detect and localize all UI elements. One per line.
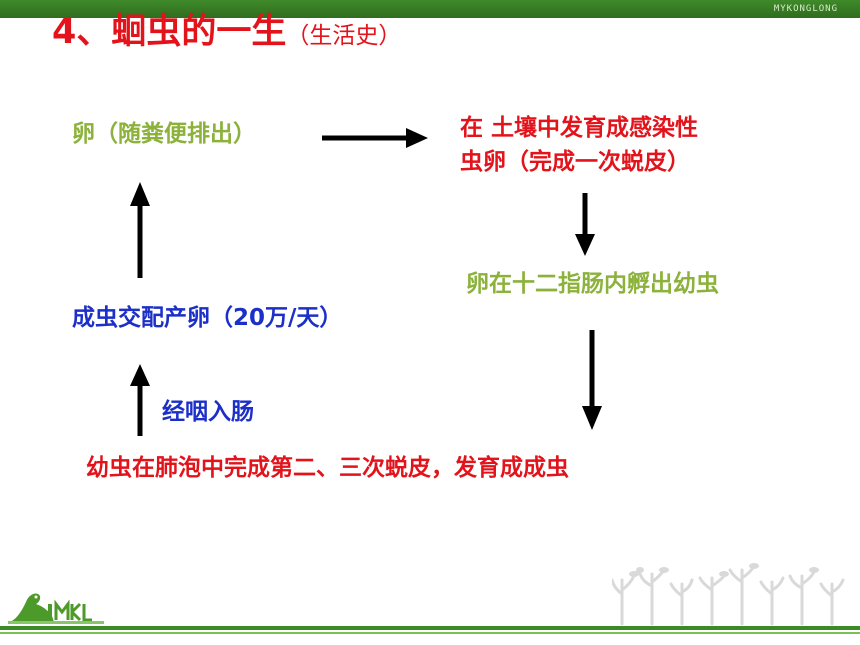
- step-via-throat: 经咽入肠: [162, 399, 254, 425]
- brand-label: MYKONGLONG: [773, 4, 838, 14]
- step-duodenum-hatch: 卵在十二指肠内孵出幼虫: [466, 271, 719, 297]
- arrow-up-icon: [130, 182, 150, 278]
- arrow-down-icon: [575, 193, 595, 256]
- step-egg-expelled: 卵（随粪便排出）: [72, 121, 256, 147]
- arrow-down-long-icon: [582, 330, 602, 430]
- top-bar: MYKONGLONG: [0, 0, 860, 18]
- step-soil-develop-line2: 虫卵（完成一次蜕皮）: [460, 149, 690, 175]
- step-soil-develop-line1: 在 土壤中发育成感染性: [460, 115, 699, 141]
- step-adult-mate: 成虫交配产卵（20万/天）: [72, 305, 343, 331]
- footer-bar-light: [0, 632, 860, 634]
- slide-title: 4、蛔虫的一生（生活史）: [52, 6, 401, 62]
- plant-silhouettes-icon: [612, 563, 845, 626]
- arrow-right-icon: [322, 128, 428, 148]
- title-sub: （生活史）: [286, 23, 402, 49]
- footer-bar: [0, 626, 860, 630]
- dinosaur-logo-icon: [8, 593, 104, 624]
- title-main: 4、蛔虫的一生: [52, 12, 287, 52]
- arrow-up-short-icon: [130, 364, 150, 436]
- step-larva-lung: 幼虫在肺泡中完成第二、三次蜕皮，发育成成虫: [86, 455, 569, 481]
